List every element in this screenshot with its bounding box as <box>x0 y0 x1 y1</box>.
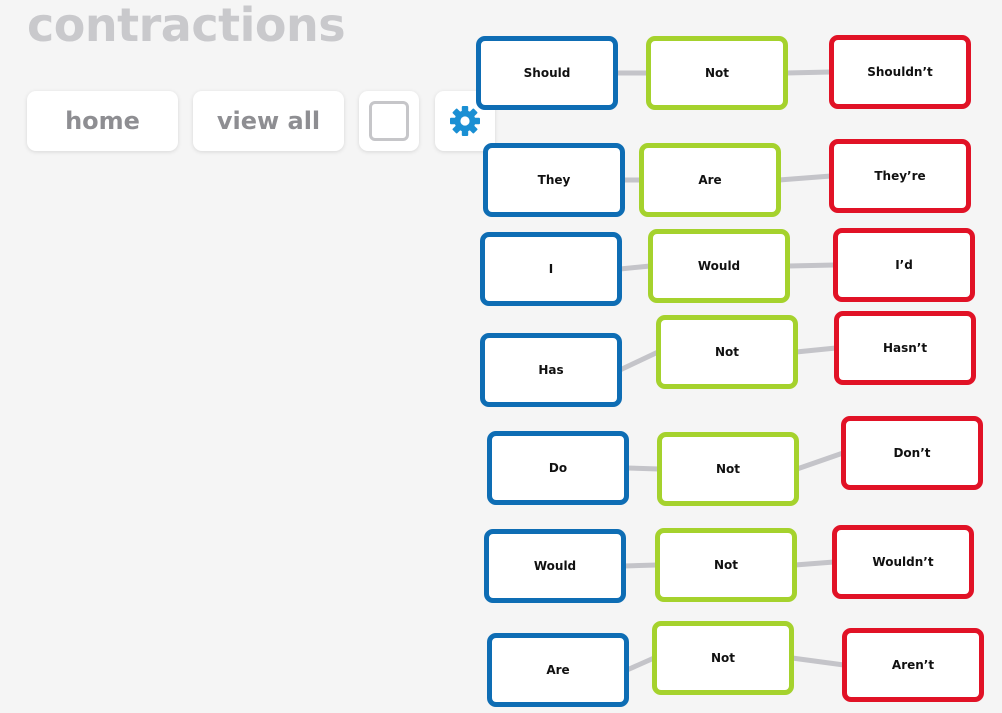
contraction-card[interactable]: Aren’t <box>842 628 984 702</box>
second-word-card[interactable]: Not <box>656 315 798 389</box>
page-title: contractions <box>27 0 346 52</box>
connector-line <box>618 349 660 373</box>
connector-line <box>626 465 660 472</box>
second-word-card[interactable]: Not <box>652 621 794 695</box>
home-button[interactable]: home <box>27 91 178 151</box>
contraction-card[interactable]: They’re <box>829 139 971 213</box>
connector-line <box>795 345 837 355</box>
first-word-card[interactable]: Has <box>480 333 622 407</box>
connector-line <box>791 655 845 668</box>
first-word-card[interactable]: Do <box>487 431 629 505</box>
gear-icon <box>450 106 480 136</box>
second-word-card[interactable]: Not <box>657 432 799 506</box>
first-word-card[interactable]: They <box>483 143 625 217</box>
second-word-card[interactable]: Not <box>646 36 788 110</box>
contraction-card[interactable]: Hasn’t <box>834 311 976 385</box>
connector-line <box>625 655 656 673</box>
contraction-card[interactable]: Don’t <box>841 416 983 490</box>
connector-line <box>787 262 836 269</box>
view-all-button[interactable]: view all <box>193 91 344 151</box>
first-word-card[interactable]: I <box>480 232 622 306</box>
connector-line <box>796 450 844 472</box>
contraction-card[interactable]: I’d <box>833 228 975 302</box>
second-word-card[interactable]: Not <box>655 528 797 602</box>
connector-line <box>785 69 832 76</box>
connector-line <box>794 559 835 568</box>
second-word-card[interactable]: Would <box>648 229 790 303</box>
contraction-card[interactable]: Shouldn’t <box>829 35 971 109</box>
connector-line <box>623 562 658 569</box>
checkbox-toggle[interactable] <box>359 91 419 151</box>
checkbox-icon <box>369 101 409 141</box>
connector-line <box>778 173 832 183</box>
first-word-card[interactable]: Are <box>487 633 629 707</box>
second-word-card[interactable]: Are <box>639 143 781 217</box>
first-word-card[interactable]: Would <box>484 529 626 603</box>
connector-line <box>619 263 651 272</box>
first-word-card[interactable]: Should <box>476 36 618 110</box>
contraction-card[interactable]: Wouldn’t <box>832 525 974 599</box>
